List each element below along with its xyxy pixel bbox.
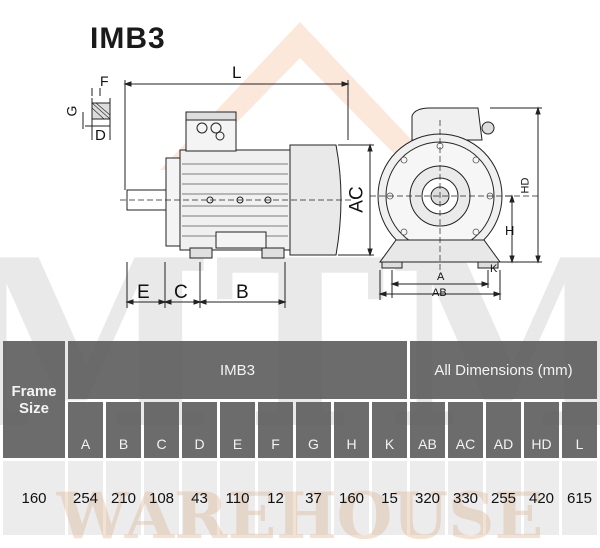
table-cell: 15 bbox=[372, 461, 407, 535]
table-cell: 320 bbox=[410, 461, 445, 535]
page-title: IMB3 bbox=[90, 22, 166, 55]
table-cell: 330 bbox=[448, 461, 483, 535]
imb3-group-header: IMB3 bbox=[68, 341, 407, 399]
table-cell: 12 bbox=[258, 461, 293, 535]
label-H: H bbox=[505, 223, 515, 238]
col-header: L bbox=[562, 402, 597, 458]
label-AC: AC bbox=[346, 186, 368, 213]
label-F: F bbox=[100, 73, 109, 89]
table-cell: 254 bbox=[68, 461, 103, 535]
col-header: F bbox=[258, 402, 293, 458]
frame-size-value: 160 bbox=[3, 461, 65, 535]
col-header: AD bbox=[486, 402, 521, 458]
motor-side-view bbox=[120, 111, 352, 259]
col-header: A bbox=[68, 402, 103, 458]
col-header: AB bbox=[410, 402, 445, 458]
label-A: A bbox=[437, 271, 445, 283]
table-cell: 110 bbox=[220, 461, 255, 535]
col-header: HD bbox=[524, 402, 559, 458]
table-cell: 210 bbox=[106, 461, 141, 535]
motor-dimension-drawing bbox=[82, 80, 542, 308]
col-header: B bbox=[106, 402, 141, 458]
table-cell: 160 bbox=[334, 461, 369, 535]
shaft-keyway-detail bbox=[82, 88, 111, 140]
table-cell: 108 bbox=[144, 461, 179, 535]
table-cell: 37 bbox=[296, 461, 331, 535]
table-header-row-columns: A B C D E F G H K AB AC AD HD L bbox=[3, 402, 597, 458]
col-header: D bbox=[182, 402, 217, 458]
label-AB: AB bbox=[432, 287, 447, 299]
col-header: H bbox=[334, 402, 369, 458]
table-cell: 43 bbox=[182, 461, 217, 535]
label-D: D bbox=[95, 127, 106, 144]
motor-front-view bbox=[370, 107, 540, 275]
label-C: C bbox=[174, 282, 188, 303]
col-header: K bbox=[372, 402, 407, 458]
col-header: E bbox=[220, 402, 255, 458]
col-header: C bbox=[144, 402, 179, 458]
label-E: E bbox=[137, 282, 150, 303]
col-header: G bbox=[296, 402, 331, 458]
label-HD: HD bbox=[519, 177, 532, 194]
table-row: 160 254 210 108 43 110 12 37 160 15 320 … bbox=[3, 461, 597, 535]
table-cell: 420 bbox=[524, 461, 559, 535]
label-K: K bbox=[490, 263, 498, 275]
table-cell: 255 bbox=[486, 461, 521, 535]
col-header: AC bbox=[448, 402, 483, 458]
watermark-text-bottom: WAREHOUSE bbox=[56, 479, 543, 548]
table-cell: 615 bbox=[562, 461, 597, 535]
all-dimensions-group-header: All Dimensions (mm) bbox=[410, 341, 597, 399]
label-G: G bbox=[63, 105, 80, 117]
label-B: B bbox=[236, 282, 249, 303]
label-L: L bbox=[232, 63, 242, 82]
